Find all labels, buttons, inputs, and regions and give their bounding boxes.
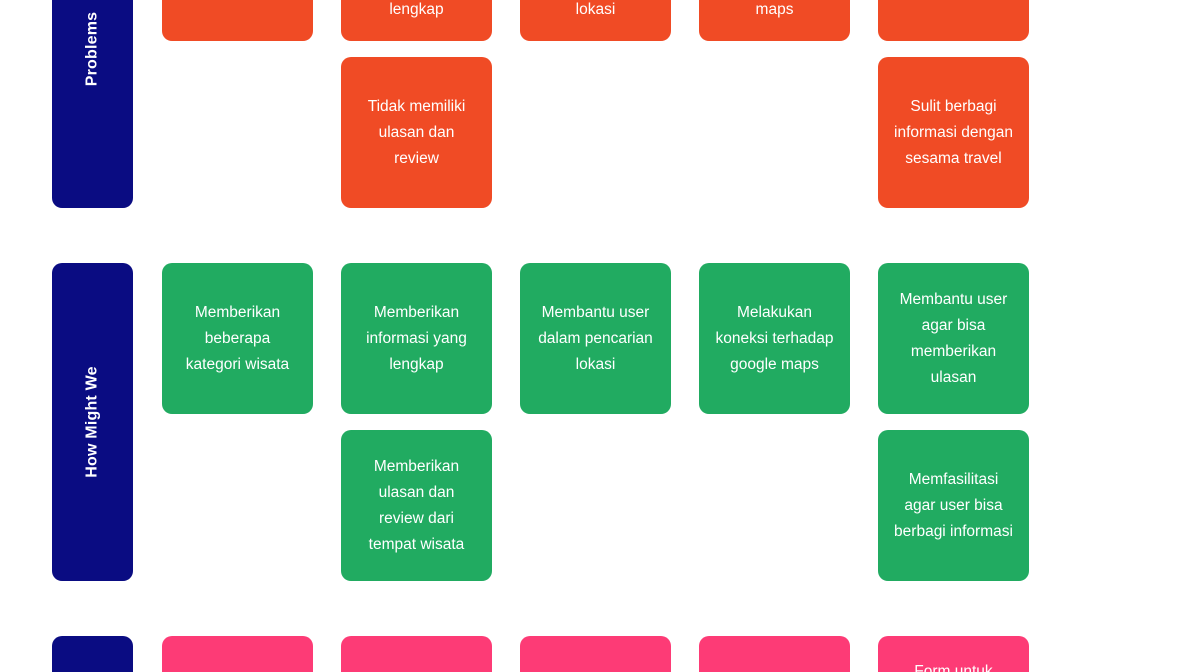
sticky-note-problem-6[interactable]: Tidak memiliki ulasan dan review [341,57,492,208]
row-label-problems[interactable]: Problems [52,0,133,208]
sticky-note-text: Melakukan koneksi terhadap google maps [715,303,834,373]
sticky-note-hmw-6[interactable]: Memberikan ulasan dan review dari tempat… [341,430,492,581]
sticky-note-text: lokasi [575,1,616,18]
row-label-problems-text: Problems [83,11,101,87]
sticky-note-problem-2[interactable]: lengkap [341,0,492,41]
sticky-note-text: maps [755,1,794,18]
row-label-how-might-we[interactable]: How Might We [52,263,133,581]
sticky-note-text: Memberikan informasi yang lengkap [366,303,467,373]
row-label-how-might-we-text: How Might We [83,366,101,478]
sticky-note-problem-5[interactable] [878,0,1029,41]
sticky-note-text: Sulit berbagi informasi dengan sesama tr… [894,97,1013,167]
sticky-note-problem-4[interactable]: maps [699,0,850,41]
sticky-note-hmw-3[interactable]: Membantu user dalam pencarian lokasi [520,263,671,414]
sticky-note-problem-3[interactable]: lokasi [520,0,671,41]
sticky-note-text: Membantu user agar bisa memberikan ulasa… [899,290,1008,386]
sticky-note-text: lengkap [389,1,444,18]
sticky-note-text: Tidak memiliki ulasan dan review [367,97,466,167]
sticky-note-problem-1[interactable] [162,0,313,41]
sticky-note-bottom-2[interactable] [341,636,492,672]
sticky-note-bottom-5[interactable]: Form untuk [878,636,1029,672]
sticky-note-text: Memberikan ulasan dan review dari tempat… [368,457,465,553]
sticky-note-bottom-4[interactable] [699,636,850,672]
sticky-note-text: Form untuk [914,663,993,672]
sticky-note-hmw-7[interactable]: Memfasilitasi agar user bisa berbagi inf… [878,430,1029,581]
sticky-note-bottom-1[interactable] [162,636,313,672]
row-label-bottom[interactable] [52,636,133,672]
sticky-note-text: Memberikan beberapa kategori wisata [185,303,290,373]
sticky-note-text: Memfasilitasi agar user bisa berbagi inf… [894,470,1013,540]
sticky-note-text: Membantu user dalam pencarian lokasi [538,303,653,373]
sticky-note-hmw-5[interactable]: Membantu user agar bisa memberikan ulasa… [878,263,1029,414]
sticky-note-problem-7[interactable]: Sulit berbagi informasi dengan sesama tr… [878,57,1029,208]
sticky-note-bottom-3[interactable] [520,636,671,672]
sticky-note-hmw-4[interactable]: Melakukan koneksi terhadap google maps [699,263,850,414]
sticky-note-hmw-2[interactable]: Memberikan informasi yang lengkap [341,263,492,414]
sticky-note-hmw-1[interactable]: Memberikan beberapa kategori wisata [162,263,313,414]
